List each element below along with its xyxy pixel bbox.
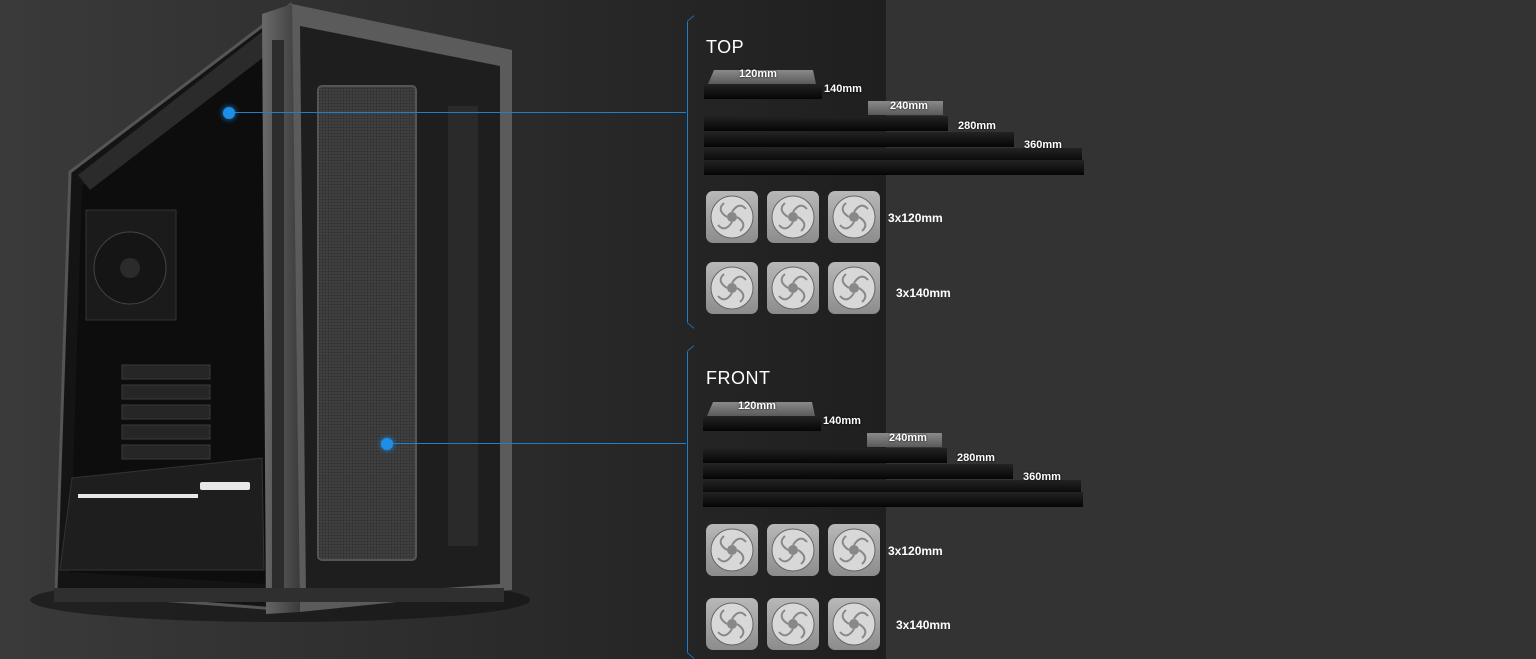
fan-icon [767, 524, 819, 576]
top-radiator-360: 360mm [1024, 139, 1062, 151]
fan-icon [706, 191, 758, 243]
fan-icon [706, 598, 758, 650]
top-mount-marker [223, 107, 235, 119]
front-fan-config-140: 3x140mm [896, 618, 951, 632]
front-bracket [687, 352, 696, 652]
fan-icon [767, 262, 819, 314]
top-connector-line [229, 112, 686, 113]
top-radiator-140: 140mm [824, 83, 862, 95]
fan-icon [828, 262, 880, 314]
front-connector-line [387, 443, 686, 444]
top-fan-config-120: 3x120mm [888, 211, 943, 225]
top-fan-row-140 [706, 262, 880, 314]
fan-icon [828, 598, 880, 650]
fan-icon [706, 524, 758, 576]
front-section-title: FRONT [706, 368, 771, 388]
fan-icon [828, 524, 880, 576]
top-radiator-240: 240mm [890, 100, 928, 112]
top-radiator-tiers: 120mm 140mm 240mm 280mm 360mm [704, 66, 1084, 186]
top-fan-config-140: 3x140mm [896, 286, 951, 300]
front-fan-row-120 [706, 524, 880, 576]
top-section-title: TOP [706, 37, 745, 57]
front-fan-config-120: 3x120mm [888, 544, 943, 558]
front-radiator-tiers: 120mm 140mm 240mm 280mm 360mm [703, 398, 1083, 518]
fan-icon [706, 262, 758, 314]
front-radiator-120: 120mm [738, 400, 776, 412]
front-radiator-360: 360mm [1023, 471, 1061, 483]
fan-icon [767, 191, 819, 243]
front-radiator-140: 140mm [823, 415, 861, 427]
right-panel [886, 0, 1536, 659]
front-radiator-240: 240mm [889, 432, 927, 444]
top-radiator-120: 120mm [739, 68, 777, 80]
front-fan-row-140 [706, 598, 880, 650]
front-mount-marker [381, 438, 393, 450]
fan-icon [767, 598, 819, 650]
pc-case-image [30, 1, 530, 622]
front-radiator-280: 280mm [957, 452, 995, 464]
fan-icon [828, 191, 880, 243]
top-bracket [687, 22, 696, 322]
top-fan-row-120 [706, 191, 880, 243]
top-radiator-280: 280mm [958, 120, 996, 132]
